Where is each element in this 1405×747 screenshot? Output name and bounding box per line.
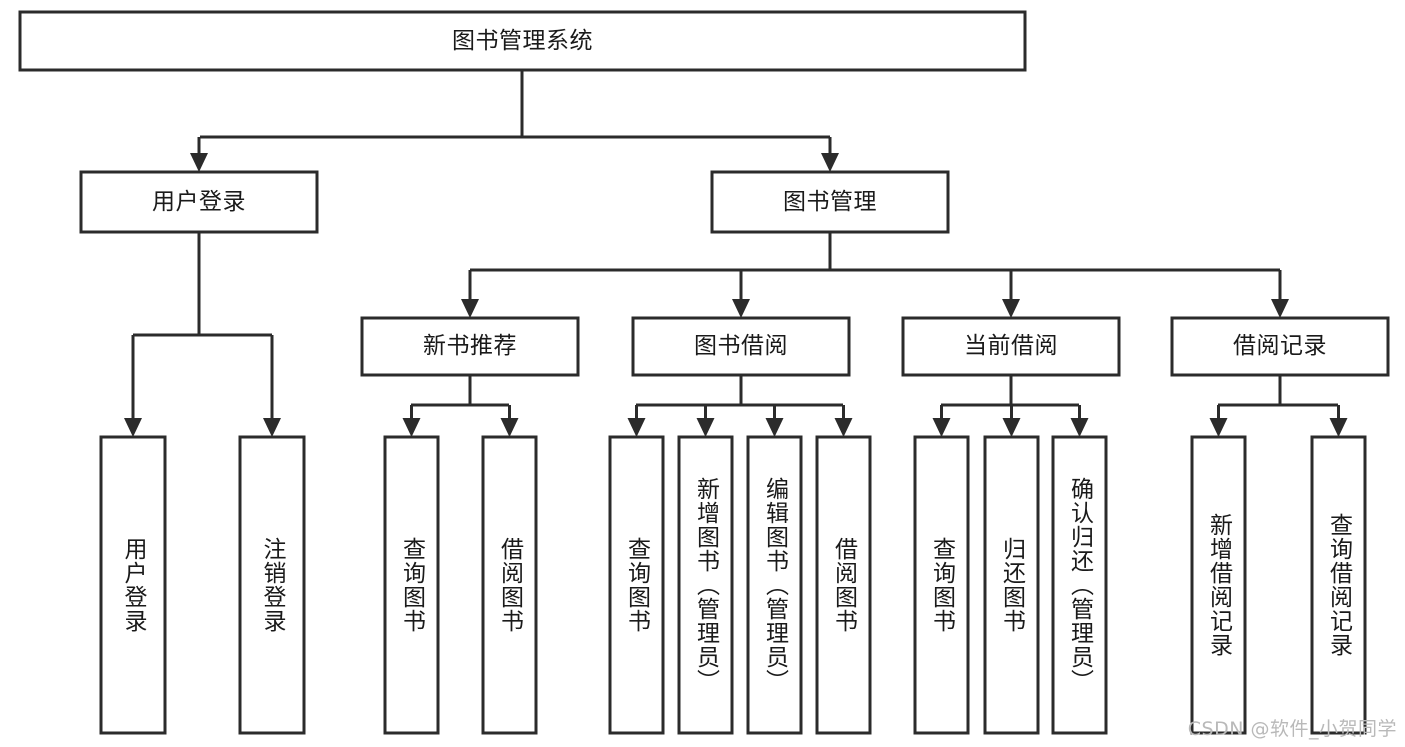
connector-lines: [124, 70, 1348, 437]
arrow-current-borrow-arrowhead: [1002, 299, 1020, 318]
arrow-br-query-record-arrowhead: [1329, 418, 1348, 437]
node-box-new-book-rec[interactable]: [360, 316, 580, 377]
node-box-root[interactable]: [18, 10, 1027, 72]
arrow-bb-add-book-arrowhead: [696, 418, 715, 437]
node-box-cb-return-book[interactable]: [983, 435, 1040, 735]
arrow-cb-query-book-arrowhead: [932, 418, 951, 437]
arrow-cb-return-book-arrowhead: [1002, 418, 1021, 437]
node-box-bb-borrow-book[interactable]: [815, 435, 872, 735]
node-box-bb-query-book[interactable]: [608, 435, 665, 735]
node-box-br-query-record[interactable]: [1310, 435, 1367, 735]
arrow-user-login-do-arrowhead: [124, 418, 142, 437]
arrow-nbr-query-book-arrowhead: [402, 418, 421, 437]
node-box-nbr-query-book[interactable]: [383, 435, 440, 735]
watermark-text: CSDN @软件_小贺同学: [1187, 718, 1397, 740]
arrow-user-logout-arrowhead: [263, 418, 281, 437]
node-box-bb-edit-book[interactable]: [746, 435, 803, 735]
node-boxes: [18, 10, 1390, 735]
arrow-br-add-record-arrowhead: [1209, 418, 1228, 437]
node-box-br-add-record[interactable]: [1190, 435, 1247, 735]
arrow-cb-confirm-return-arrowhead: [1070, 418, 1089, 437]
node-box-user-login[interactable]: [79, 170, 319, 234]
node-box-bb-add-book[interactable]: [677, 435, 734, 735]
node-box-borrow-record[interactable]: [1170, 316, 1390, 377]
arrow-new-book-rec-arrowhead: [461, 299, 479, 318]
node-box-user-logout[interactable]: [238, 435, 306, 735]
node-box-current-borrow[interactable]: [901, 316, 1121, 377]
arrow-book-manage-arrowhead: [821, 153, 839, 172]
node-box-cb-confirm-return[interactable]: [1051, 435, 1108, 735]
node-box-cb-query-book[interactable]: [913, 435, 970, 735]
node-box-nbr-borrow-book[interactable]: [481, 435, 538, 735]
arrow-bb-borrow-book-arrowhead: [834, 418, 853, 437]
node-box-book-manage[interactable]: [710, 170, 950, 234]
arrow-bb-query-book-arrowhead: [627, 418, 646, 437]
arrow-book-borrow-arrowhead: [732, 299, 750, 318]
node-box-user-login-do[interactable]: [99, 435, 167, 735]
arrow-bb-edit-book-arrowhead: [765, 418, 784, 437]
node-box-book-borrow[interactable]: [631, 316, 851, 377]
arrow-user-login-arrowhead: [190, 153, 208, 172]
arrow-nbr-borrow-book-arrowhead: [500, 418, 519, 437]
arrow-borrow-record-arrowhead: [1271, 299, 1289, 318]
